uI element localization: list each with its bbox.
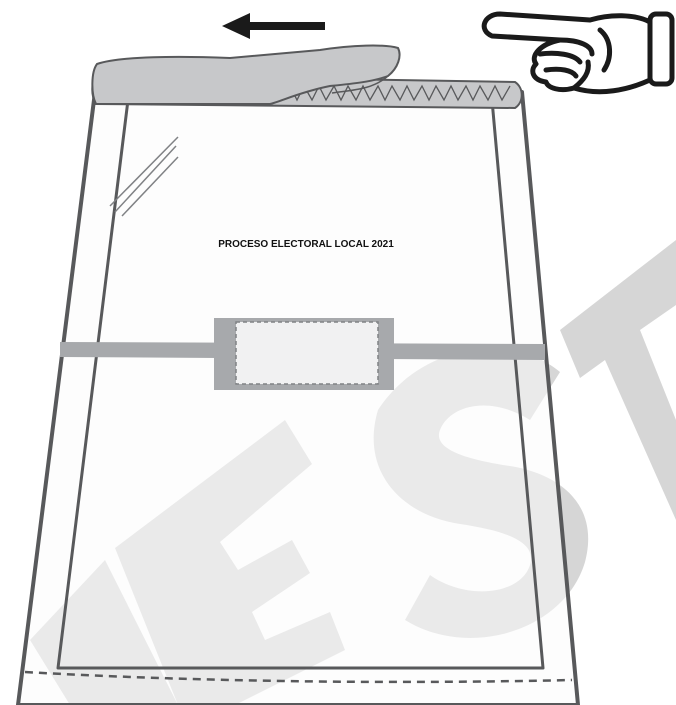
watermark-letter-t bbox=[560, 240, 676, 520]
plastic-bag: PROCESO ELECTORAL LOCAL 2021 bbox=[18, 92, 578, 705]
left-arrow-icon bbox=[222, 13, 325, 39]
bag-label: PROCESO ELECTORAL LOCAL 2021 bbox=[218, 239, 394, 250]
adhesive-flap bbox=[92, 46, 522, 108]
label-window bbox=[236, 322, 378, 384]
bag-outer-outline bbox=[18, 92, 578, 705]
pointing-hand-icon bbox=[484, 14, 672, 92]
